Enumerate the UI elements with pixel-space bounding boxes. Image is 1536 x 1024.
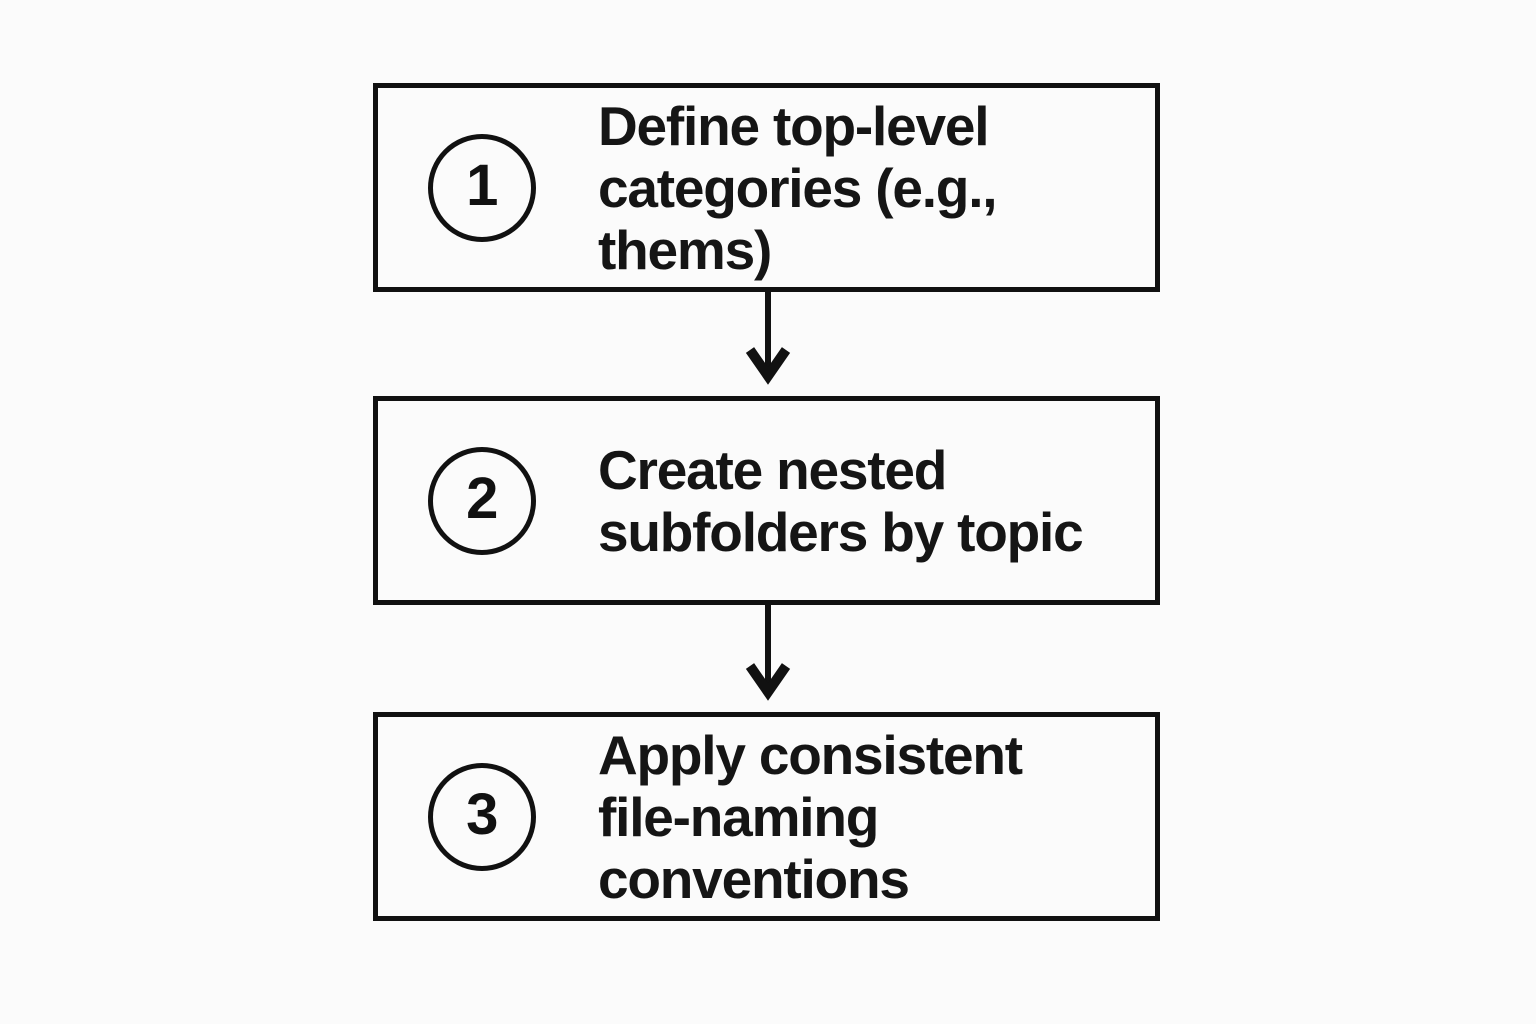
step-text-3: Apply consistent file-naming conventions <box>598 723 1023 910</box>
step-number-label-3: 3 <box>466 781 498 847</box>
connector-arrow-1-to-2 <box>740 288 796 385</box>
step-number-circle-2: 2 <box>428 446 536 555</box>
flow-step-1[interactable]: 1 Define top-level categories (e.g., the… <box>373 83 1160 292</box>
down-arrow-icon <box>745 288 791 385</box>
step-text-2: Create nested subfolders by topic <box>598 438 1084 563</box>
flow-step-2[interactable]: 2 Create nested subfolders by topic <box>373 396 1160 605</box>
down-arrow-icon <box>745 601 791 701</box>
flow-step-3[interactable]: 3 Apply consistent file-naming conventio… <box>373 712 1160 921</box>
step-text-1: Define top-level categories (e.g., thems… <box>598 94 998 281</box>
step-number-label-2: 2 <box>466 465 498 531</box>
step-number-circle-3: 3 <box>428 762 536 871</box>
connector-arrow-2-to-3 <box>740 601 796 701</box>
step-number-label-1: 1 <box>466 152 498 218</box>
step-number-circle-1: 1 <box>428 133 536 242</box>
